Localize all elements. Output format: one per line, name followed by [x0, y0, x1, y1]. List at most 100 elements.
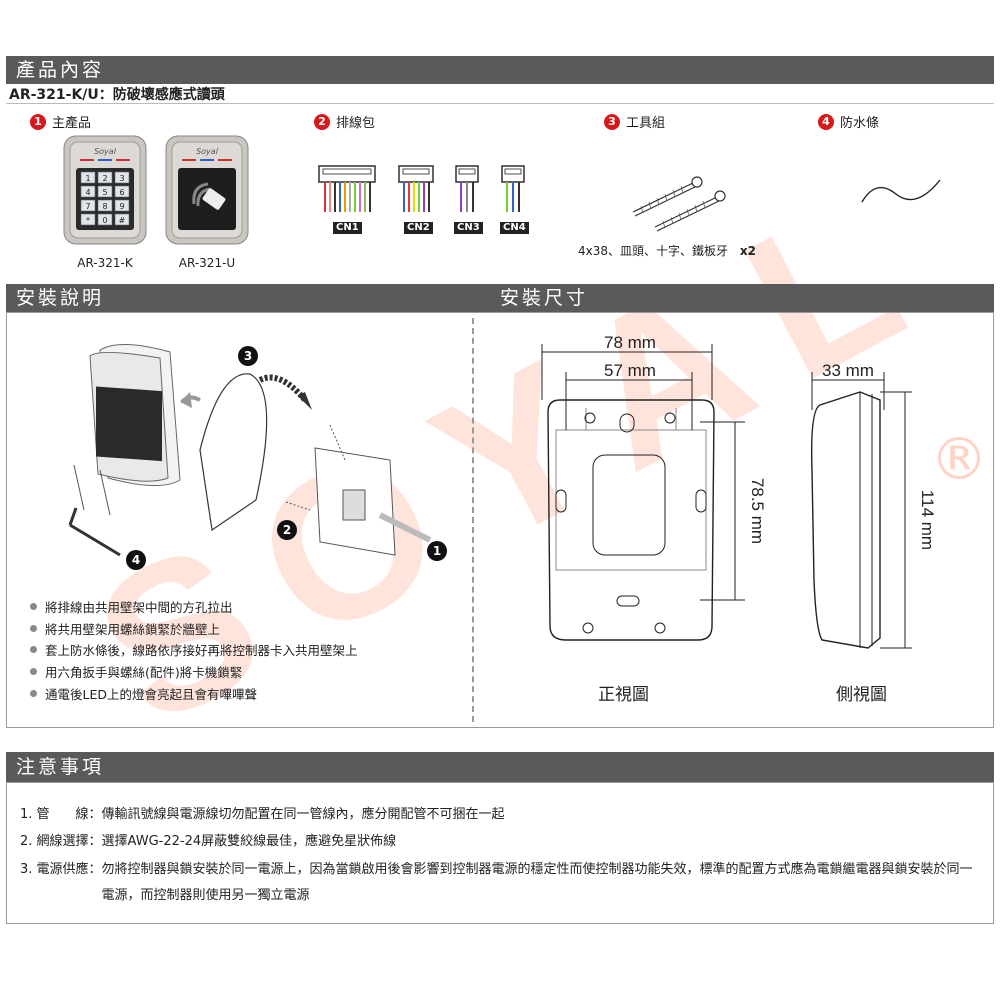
section-header-contents: 產品內容 — [6, 56, 994, 84]
keypad-key — [114, 213, 130, 226]
step-text: 套上防水條後，線路依序接好再將控制器卡入共用壁架上 — [45, 643, 358, 659]
dim-depth: 33 mm — [822, 361, 874, 380]
reader-device — [89, 343, 181, 487]
note-item: 2. 網線選擇： 選擇AWG-22-24屏蔽雙絞線最佳，應避免星狀佈線 — [20, 830, 396, 849]
cable-label-cn3: CN3 — [454, 222, 483, 234]
content-label: 工具組 — [626, 116, 666, 131]
num-badge: 1 — [30, 113, 46, 130]
step-text: 將排線由共用壁架中間的方孔拉出 — [45, 600, 233, 616]
keypad-key — [97, 171, 113, 184]
dim-width-outer: 78 mm — [604, 333, 656, 352]
keypad-key-label: 6 — [119, 188, 124, 197]
content-item-main: 1 主產品 — [30, 112, 91, 131]
screw-spec: 4x38、皿頭、十字、鐵板牙 x2 — [578, 242, 756, 259]
model-line: AR-321-K/U：防破壞感應式讀頭 — [9, 87, 225, 103]
bullet-icon — [30, 668, 37, 676]
panel-divider — [472, 318, 474, 722]
bullet-icon — [30, 603, 37, 611]
note-item: 3. 電源供應： 勿將控制器與鎖安裝於同一電源上，因為當鎖啟用後會影響到控制器電… — [20, 857, 985, 909]
num-badge: 4 — [818, 113, 834, 130]
num-badge: 2 — [314, 113, 330, 130]
install-steps: 將排線由共用壁架中間的方孔拉出 將共用壁架用螺絲鎖緊於牆壁上 套上防水條後，線路… — [30, 596, 358, 704]
note-text: 選擇AWG-22-24屏蔽雙絞線最佳，應避免星狀佈線 — [101, 834, 397, 849]
brand-logo: Soyal — [94, 147, 117, 156]
model-underline — [6, 103, 994, 104]
keypad-key — [97, 213, 113, 226]
cable-cn2-image — [398, 165, 434, 212]
keypad-key — [80, 199, 96, 212]
brand-logo: Soyal — [196, 147, 219, 156]
cable-label-cn1: CN1 — [333, 222, 362, 234]
screw-spec-text: 4x38、皿頭、十字、鐵板牙 — [578, 244, 729, 258]
keypad-key-label: * — [86, 216, 90, 225]
list-item: 用六角扳手與螺絲(配件)將卡機鎖緊 — [30, 661, 358, 683]
step-text: 通電後LED上的燈會亮起且會有嗶嗶聲 — [45, 686, 257, 702]
dim-width-inner: 57 mm — [604, 361, 656, 380]
side-view-label: 側視圖 — [836, 685, 887, 705]
section-header-notes: 注意事項 — [6, 752, 994, 782]
cable-cn4-image — [501, 165, 525, 212]
keypad-key-label: 7 — [85, 202, 90, 211]
product-image-ar321u: Soyal — [165, 135, 249, 245]
install-panel — [6, 312, 994, 728]
card-icon — [192, 182, 226, 210]
waterproof-strip-image — [861, 179, 941, 203]
note-text: 傳輸訊號線與電源線切勿配置在同一管線內，應分開配管不可捆在一起 — [101, 807, 505, 822]
list-item: 套上防水條後，線路依序接好再將控制器卡入共用壁架上 — [30, 639, 358, 661]
section-header-install: 安裝說明 — [6, 284, 994, 312]
install-illustration — [68, 343, 432, 557]
keypad-key-label: 5 — [102, 188, 107, 197]
callout-3: 3 — [238, 346, 258, 366]
step-text: 將共用壁架用螺絲鎖緊於牆壁上 — [45, 621, 221, 637]
keypad-key — [80, 171, 96, 184]
step-text: 用六角扳手與螺絲(配件)將卡機鎖緊 — [45, 665, 243, 681]
list-item: 通電後LED上的燈會亮起且會有嗶嗶聲 — [30, 682, 358, 704]
cable-cn1-image — [318, 165, 376, 212]
content-item-waterproof: 4 防水條 — [818, 112, 879, 131]
keypad-key-label: # — [119, 216, 126, 225]
install-title: 安裝說明 — [16, 287, 105, 309]
dimension-drawing: 78 mm 57 mm 78.5 mm 33 mm 114 mm — [541, 333, 937, 649]
cable-label-cn4: CN4 — [500, 222, 529, 234]
note-label: 3. 電源供應： — [20, 862, 102, 877]
keypad-key — [114, 171, 130, 184]
list-item: 將共用壁架用螺絲鎖緊於牆壁上 — [30, 618, 358, 640]
note-text: 勿將控制器與鎖安裝於同一電源上，因為當鎖啟用後會影響到控制器電源的穩定性而使控制… — [101, 862, 973, 903]
bullet-icon — [30, 646, 37, 654]
callout-4: 4 — [126, 550, 146, 570]
product-caption-k: AR-321-K — [77, 256, 133, 270]
content-item-tools: 3 工具組 — [604, 112, 665, 131]
screws-image — [632, 176, 726, 232]
product-caption-u: AR-321-U — [178, 256, 236, 270]
keypad-key-label: 3 — [119, 174, 124, 183]
registered-mark: ® — [930, 425, 988, 493]
keypad-key-label: 4 — [85, 188, 90, 197]
notes-title: 注意事項 — [16, 756, 105, 778]
note-item: 1. 管 線： 傳輸訊號線與電源線切勿配置在同一管線內，應分開配管不可捆在一起 — [20, 803, 505, 822]
callout-1: 1 — [427, 541, 447, 561]
screw-qty: x2 — [739, 244, 756, 258]
callout-2: 2 — [277, 520, 297, 540]
keypad-key-label: 0 — [102, 216, 107, 225]
list-item: 將排線由共用壁架中間的方孔拉出 — [30, 596, 358, 618]
content-label: 主產品 — [52, 116, 92, 131]
dim-height-inner: 78.5 mm — [748, 478, 767, 544]
page-title: 產品內容 — [16, 59, 105, 81]
bullet-icon — [30, 624, 37, 632]
wall-bracket — [314, 447, 396, 556]
note-label: 1. 管 線： — [20, 807, 102, 822]
content-item-cables: 2 排線包 — [314, 112, 375, 131]
note-label: 2. 網線選擇： — [20, 834, 102, 849]
keypad-key — [80, 185, 96, 198]
keypad-key-label: 1 — [85, 174, 90, 183]
keypad-key-label: 8 — [102, 202, 107, 211]
keypad-key-label: 9 — [119, 202, 124, 211]
dim-height-outer: 114 mm — [918, 490, 937, 550]
content-label: 防水條 — [840, 116, 880, 131]
front-view-label: 正視圖 — [598, 685, 649, 705]
keypad-key — [97, 185, 113, 198]
notes-panel — [6, 782, 994, 924]
num-badge: 3 — [604, 113, 620, 130]
